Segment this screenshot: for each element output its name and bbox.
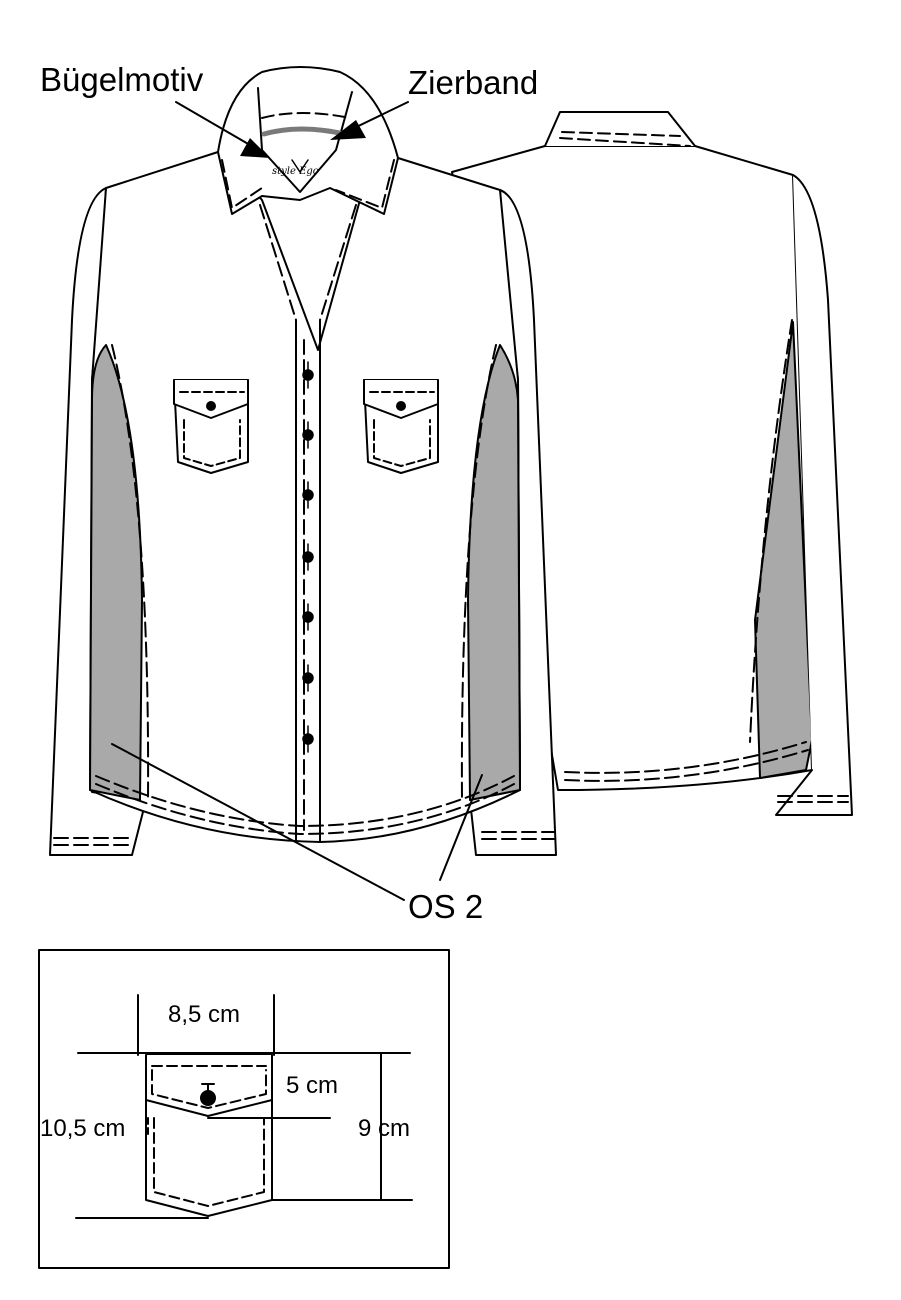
hem-stitch [95, 775, 515, 827]
placket-buttons [302, 361, 314, 753]
back-hem-stitch-2 [564, 749, 809, 782]
back-right-sleeve [775, 174, 853, 816]
detail-body-stitch [153, 1117, 265, 1207]
right-chest-pocket [363, 379, 439, 474]
label-buegelmotiv: Bügelmotiv [40, 61, 204, 98]
left-side-seam-stitch [111, 344, 150, 801]
left-pocket-button [206, 401, 216, 411]
zierband-arrowhead [330, 120, 366, 140]
collar-band-stitch [261, 112, 351, 119]
collar-stitch [221, 159, 263, 209]
back-collar-stitch [559, 137, 691, 147]
placket-stitch-left [259, 204, 297, 321]
os2-leader-left [111, 743, 405, 901]
detail-frame [38, 949, 450, 1269]
right-side-seam-stitch [460, 344, 497, 801]
detail-flap-stitch-2 [151, 1069, 267, 1109]
collar-stitch-right [335, 159, 395, 209]
logo-text: style Ego [272, 166, 319, 177]
placket-stitch-right [319, 204, 357, 321]
back-collar-stitch-2 [561, 131, 681, 137]
pocket-detail-box [38, 949, 450, 1269]
back-hem-stitch [564, 741, 807, 774]
label-side-height: 9 cm [358, 1115, 411, 1142]
detail-pocket-button [200, 1090, 216, 1106]
logo-heart-mark [291, 159, 309, 173]
shirt-front-view [49, 66, 557, 856]
label-os2: OS 2 [408, 888, 484, 925]
right-pocket-button [396, 401, 406, 411]
label-flap-height: 5 cm [286, 1072, 339, 1099]
hem-stitch-2 [95, 783, 515, 835]
buegelmotiv-arrowhead [240, 138, 270, 158]
label-total-height: 10,5 cm [40, 1115, 126, 1142]
os2-leader-right [439, 774, 483, 881]
label-pocket-width: 8,5 cm [168, 1001, 241, 1028]
back-collar [544, 111, 696, 147]
left-chest-pocket [173, 379, 249, 474]
label-zierband: Zierband [408, 64, 539, 101]
back-side-seam-stitch [749, 319, 793, 743]
zierband-tape [261, 126, 347, 137]
